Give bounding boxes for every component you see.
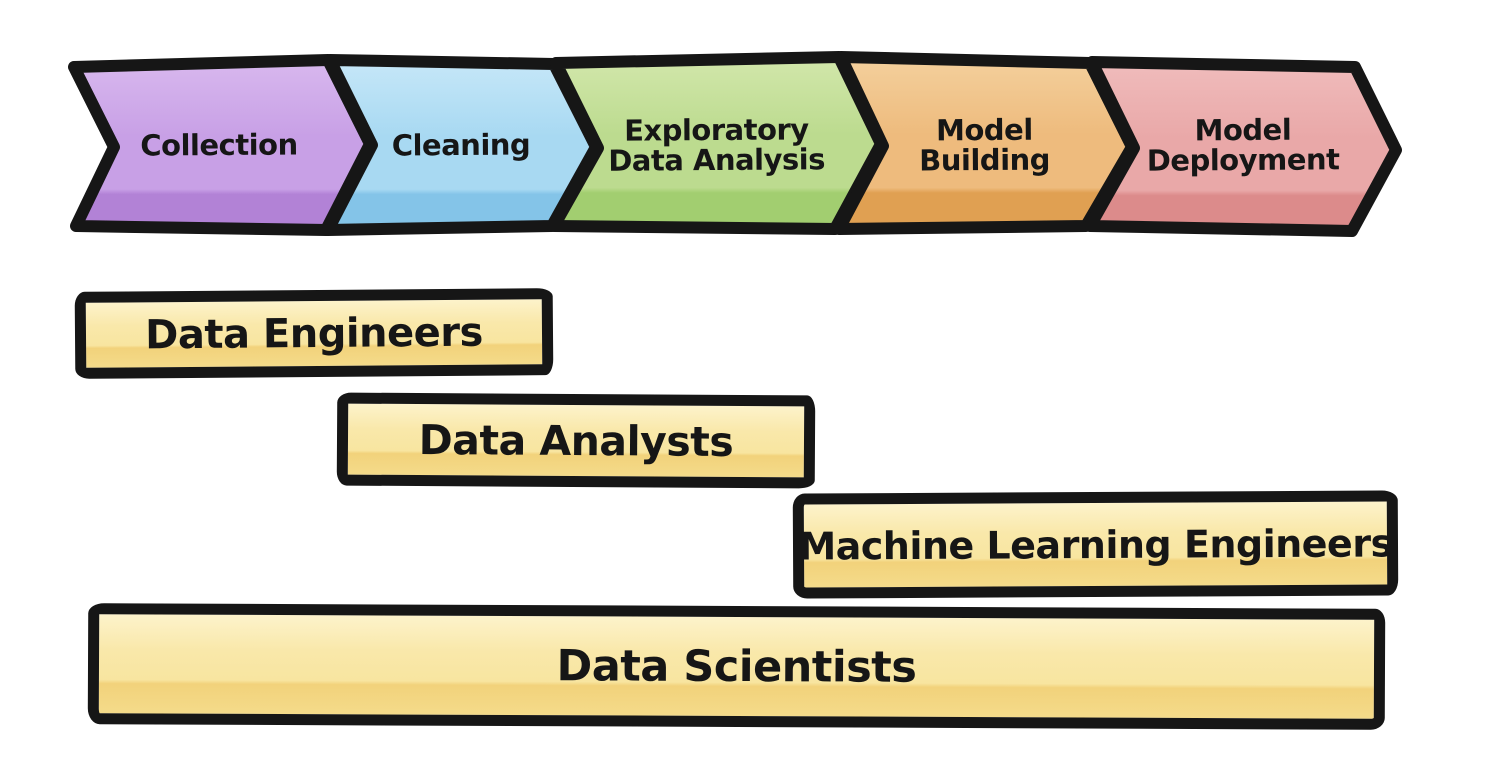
role-bar-label: Data Engineers: [144, 309, 484, 358]
role-bar-machine-learning-engineers: Machine Learning Engineers: [792, 490, 1399, 599]
role-bar-label: Data Scientists: [556, 640, 917, 693]
stage-label-cleaning: Cleaning: [391, 127, 531, 163]
role-bar-data-scientists: Data Scientists: [87, 603, 1386, 730]
role-bar-data-engineers: Data Engineers: [74, 288, 554, 379]
role-bar-label: Machine Learning Engineers: [798, 520, 1393, 569]
role-bar-label: Data Analysts: [418, 415, 734, 466]
stage-label-model-deployment: Model Deployment: [1146, 112, 1340, 178]
role-bar-data-analysts: Data Analysts: [336, 392, 816, 489]
stage-label-exploratory-data-analysis: Exploratory Data Analysis: [608, 111, 826, 178]
stage-label-model-building: Model Building: [919, 112, 1051, 178]
stage-chevron-model-deployment: [1084, 56, 1402, 237]
stage-label-collection: Collection: [140, 127, 298, 163]
